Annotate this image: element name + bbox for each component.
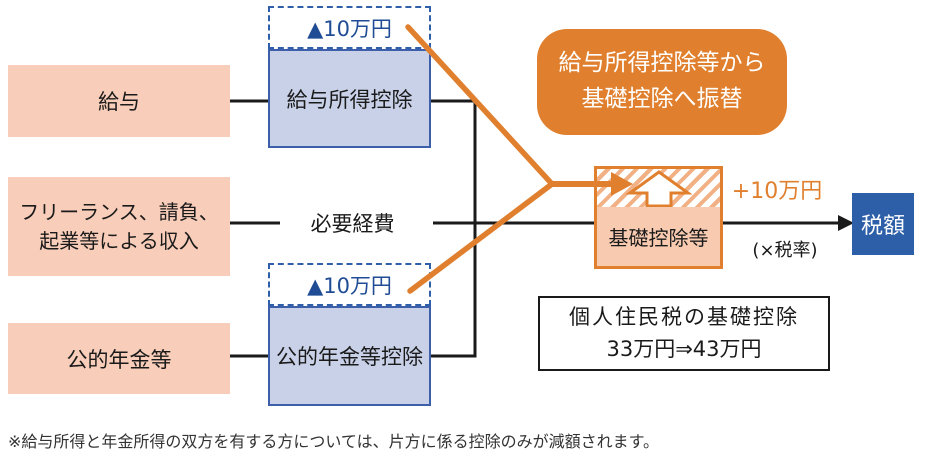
- increase-hatch-band: [597, 169, 720, 207]
- pension-label: 公的年金等: [66, 347, 172, 372]
- increase-amount-text: +10万円: [731, 179, 823, 204]
- tax-rate-note: (×税率): [737, 238, 833, 261]
- deduction-bracket-line: [431, 99, 477, 358]
- pension-reduction-badge: ▲10万円: [268, 263, 431, 306]
- salary-reduction-badge: ▲10万円: [268, 6, 431, 49]
- tax-amount-box: 税額: [852, 193, 914, 255]
- salary-label: 給与: [98, 90, 140, 114]
- expenses-text: 必要経費: [310, 212, 395, 236]
- source-box-freelance: フリーランス、請負、 起業等による収入: [8, 177, 230, 276]
- transfer-callout-line2: 基礎控除へ振替: [581, 86, 743, 112]
- basic-deduction-label-area: 基礎控除等: [597, 207, 720, 266]
- footnote: ※給与所得と年金所得の双方を有する方については、片方に係る控除のみが減額されます…: [8, 431, 920, 453]
- pension-transfer-line: [407, 181, 555, 294]
- resident-tax-note-line2: 33万円⇒43万円: [606, 336, 762, 361]
- pension-deduction-box: 公的年金等控除: [268, 306, 431, 406]
- expenses-label: 必要経費: [280, 205, 425, 241]
- freelance-label-line2: 起業等による収入: [39, 228, 199, 253]
- pension-reduction-badge-label: ▲10万円: [307, 273, 392, 298]
- footnote-text: ※給与所得と年金所得の双方を有する方については、片方に係る控除のみが減額されます…: [8, 432, 660, 451]
- basic-deduction-label: 基礎控除等: [608, 226, 709, 250]
- salary-reduction-badge-label: ▲10万円: [307, 16, 392, 41]
- transfer-callout-line1: 給与所得控除等から: [558, 50, 766, 77]
- tax-rate-text: (×税率): [752, 240, 818, 261]
- resident-tax-note-box: 個人住民税の基礎控除 33万円⇒43万円: [538, 296, 830, 371]
- transfer-callout: 給与所得控除等から 基礎控除へ振替: [537, 29, 787, 135]
- tax-amount-label: 税額: [860, 214, 905, 239]
- basic-deduction-box: 基礎控除等: [594, 166, 723, 269]
- source-box-pension: 公的年金等: [8, 323, 230, 394]
- freelance-label-line1: フリーランス、請負、: [19, 199, 219, 224]
- increase-amount-label: +10万円: [724, 176, 830, 204]
- increase-arrow-icon: [625, 170, 692, 207]
- salary-deduction-box: 給与所得控除: [268, 49, 431, 148]
- salary-deduction-label: 給与所得控除: [286, 87, 413, 112]
- pension-deduction-label: 公的年金等控除: [276, 345, 423, 369]
- source-box-salary: 給与: [8, 65, 230, 137]
- resident-tax-note-line1: 個人住民税の基礎控除: [569, 305, 799, 329]
